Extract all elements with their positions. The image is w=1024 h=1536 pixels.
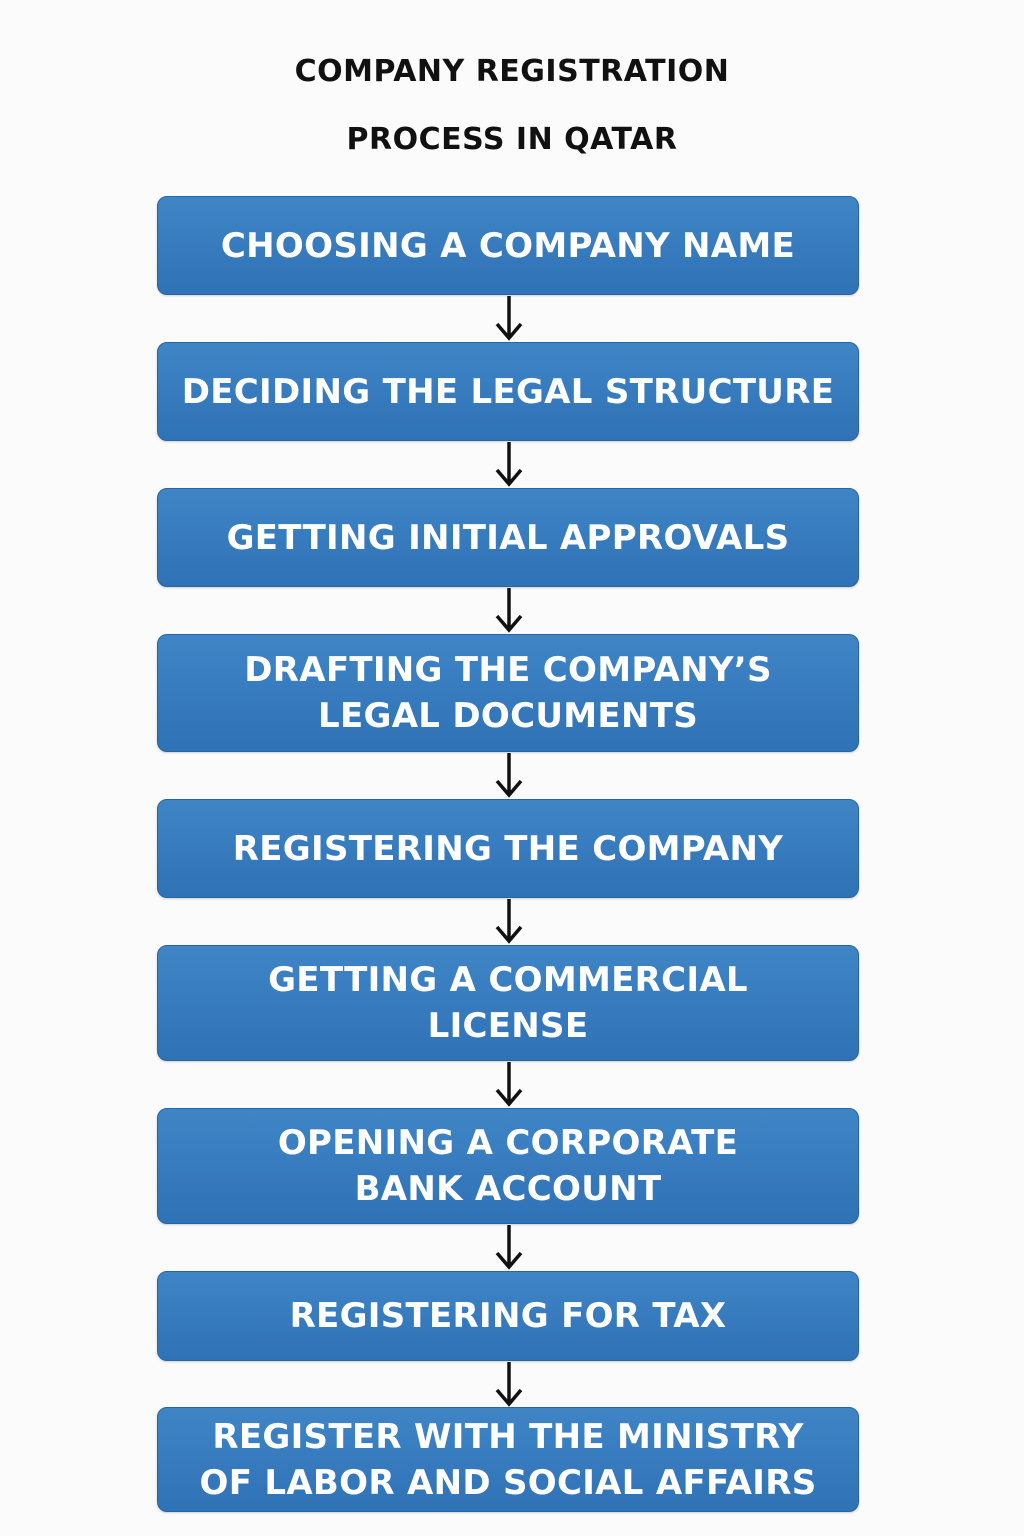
step-label-line-1: REGISTERING FOR TAX <box>289 1296 727 1336</box>
down-arrow-icon <box>494 441 524 487</box>
down-arrow-icon <box>494 1224 524 1270</box>
step-label-line-2: OF LABOR AND SOCIAL AFFAIRS <box>199 1462 817 1503</box>
step-registering-for-tax: REGISTERING FOR TAX <box>157 1271 859 1361</box>
step-opening-bank-account: OPENING A CORPORATE BANK ACCOUNT <box>157 1108 859 1224</box>
step-deciding-legal-structure: DECIDING THE LEGAL STRUCTURE <box>157 342 859 441</box>
step-label-line-2: LEGAL DOCUMENTS <box>318 696 698 736</box>
down-arrow-icon <box>494 1361 524 1407</box>
step-label-line-1: REGISTERING THE COMPANY <box>232 828 784 869</box>
step-register-ministry-labor: REGISTER WITH THE MINISTRY OF LABOR AND … <box>157 1407 859 1512</box>
step-getting-initial-approvals: GETTING INITIAL APPROVALS <box>157 488 859 587</box>
title-line-2: PROCESS IN QATAR <box>346 122 678 157</box>
step-label-line-1: CHOOSING A COMPANY NAME <box>220 225 796 266</box>
down-arrow-icon <box>494 1061 524 1107</box>
step-label-line-2: BANK ACCOUNT <box>354 1169 662 1209</box>
down-arrow-icon <box>494 898 524 944</box>
title-line-1: COMPANY REGISTRATION <box>294 54 730 89</box>
page-title: COMPANY REGISTRATION PROCESS IN QATAR <box>0 38 1024 174</box>
step-choosing-company-name: CHOOSING A COMPANY NAME <box>157 196 859 295</box>
step-label-line-1: DRAFTING THE COMPANY’S <box>244 650 772 690</box>
step-getting-commercial-license: GETTING A COMMERCIAL LICENSE <box>157 945 859 1061</box>
step-label-line-1: REGISTER WITH THE MINISTRY <box>212 1416 804 1457</box>
step-label-line-1: OPENING A CORPORATE <box>277 1123 739 1163</box>
step-label-line-1: GETTING A COMMERCIAL <box>268 960 748 1000</box>
down-arrow-icon <box>494 295 524 341</box>
step-label-line-2: LICENSE <box>427 1006 589 1046</box>
step-label-line-1: DECIDING THE LEGAL STRUCTURE <box>181 371 835 412</box>
step-label-line-1: GETTING INITIAL APPROVALS <box>226 517 790 558</box>
down-arrow-icon <box>494 752 524 798</box>
step-registering-company: REGISTERING THE COMPANY <box>157 799 859 898</box>
down-arrow-icon <box>494 587 524 633</box>
step-drafting-legal-documents: DRAFTING THE COMPANY’S LEGAL DOCUMENTS <box>157 634 859 752</box>
